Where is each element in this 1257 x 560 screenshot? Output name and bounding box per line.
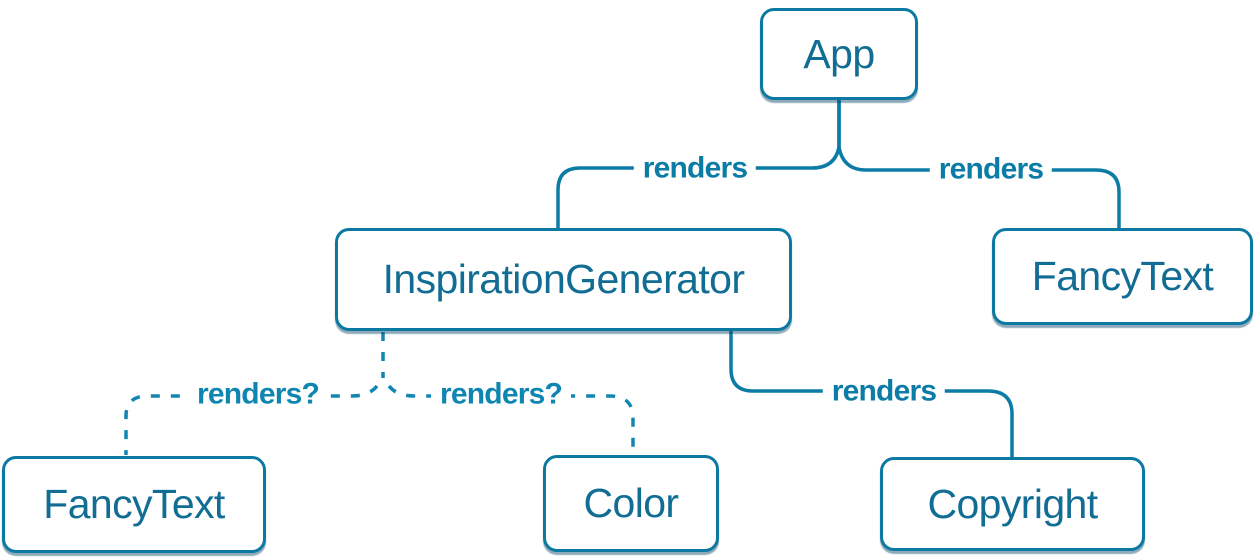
node-color-label: Color [583, 480, 680, 526]
node-app: App [760, 8, 918, 100]
edge-label-renders-maybe-fancy-text: renders? [188, 377, 328, 411]
node-fancy-text-bottom-label: FancyText [43, 481, 225, 527]
node-copyright: Copyright [880, 457, 1145, 551]
edge-label-renders-app-fancy-text: renders [929, 152, 1053, 186]
node-fancy-text-bottom: FancyText [2, 456, 266, 553]
edge-inspiration-generator-fancy-text-dashed [124, 384, 379, 455]
edge-label-renders-copyright: renders [822, 374, 946, 408]
node-inspiration-generator-label: InspirationGenerator [382, 256, 745, 302]
node-app-label: App [803, 30, 875, 77]
edge-inspiration-generator-color-dashed [387, 384, 635, 455]
node-fancy-text-top-label: FancyText [1031, 253, 1214, 299]
edge-label-renders-app-inspiration-generator: renders [633, 151, 757, 185]
node-fancy-text-top: FancyText [992, 228, 1253, 325]
edge-label-renders-maybe-color: renders? [431, 377, 571, 411]
node-copyright-label: Copyright [927, 480, 1098, 527]
node-color: Color [543, 455, 719, 552]
node-inspiration-generator: InspirationGenerator [335, 228, 792, 331]
